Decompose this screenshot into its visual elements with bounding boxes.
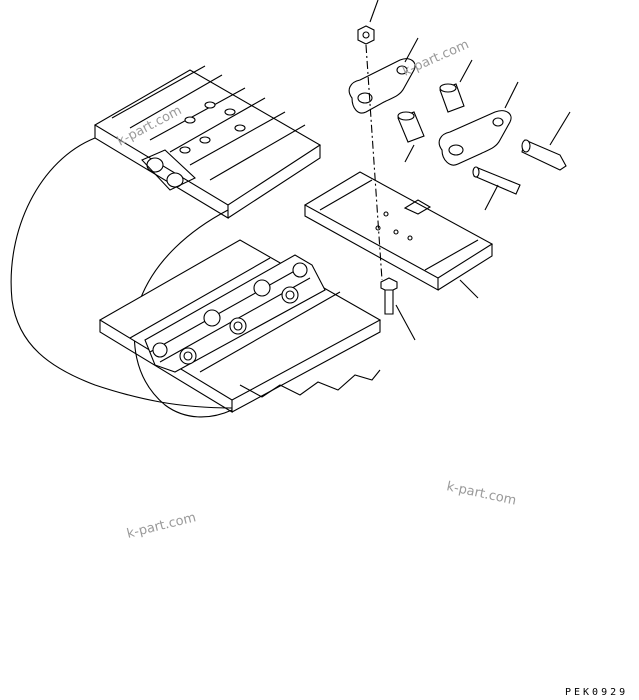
- alignment-line: [365, 44, 383, 281]
- master-pin-part: [521, 111, 571, 171]
- track-shoe-part: [303, 171, 494, 299]
- upper-link-rollers: [141, 149, 196, 191]
- watermark-3: k-part.com: [445, 479, 517, 508]
- nut-part: [357, 0, 379, 45]
- master-link-lower: [438, 81, 519, 166]
- pin-part: [472, 166, 521, 211]
- shoe-bolt-part: [380, 277, 416, 341]
- track-loop: [10, 137, 233, 418]
- master-link-upper: [348, 37, 419, 114]
- bushing-part: [439, 59, 473, 113]
- watermark-4: k-part.com: [125, 510, 197, 542]
- upper-bolt-heads: [179, 101, 246, 154]
- watermark-2: k-part.com: [401, 37, 472, 79]
- diagram-code: PEK0929: [565, 687, 628, 698]
- spacer-part: [397, 111, 425, 163]
- upper-track-shoes: [93, 65, 322, 219]
- lower-chain-links: [144, 254, 326, 373]
